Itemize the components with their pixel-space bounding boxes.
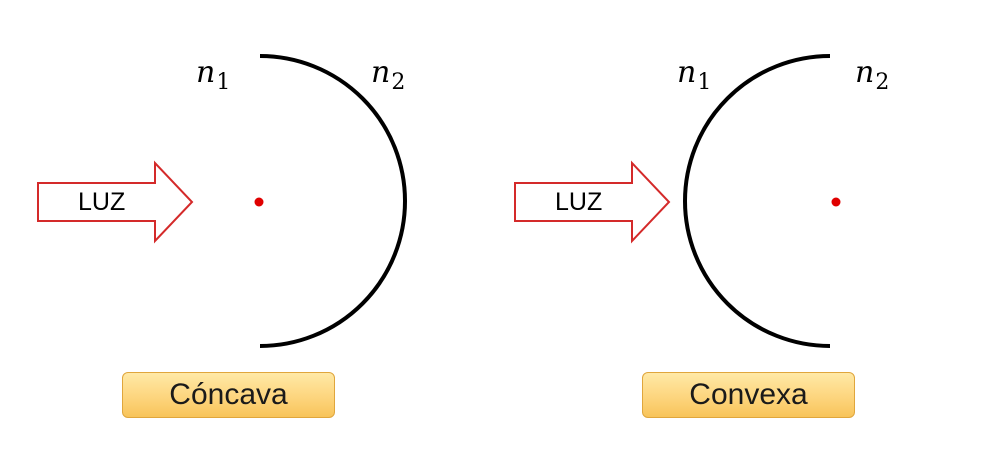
light-label: LUZ — [555, 188, 603, 216]
index-subscript: 1 — [216, 70, 231, 95]
concave-caption: Cóncava — [169, 378, 288, 411]
concave-caption-box: Cóncava — [122, 372, 335, 418]
light-arrow-outline — [37, 160, 194, 244]
medium-2-index-label: n2 — [371, 55, 405, 94]
light-label: LUZ — [78, 188, 126, 216]
convex-drawing — [514, 54, 841, 348]
index-symbol: n — [855, 55, 875, 90]
index-subscript: 2 — [391, 70, 406, 95]
medium-2-index-label: n2 — [855, 55, 889, 94]
index-symbol: n — [371, 55, 391, 90]
center-of-curvature-dot — [254, 197, 264, 207]
index-symbol: n — [677, 55, 697, 90]
convex-surface-curve — [683, 54, 831, 348]
concave-panel: LUZ n1 n2 Cóncava — [37, 54, 407, 418]
convex-caption-box: Convexa — [642, 372, 855, 418]
convex-caption: Convexa — [689, 378, 808, 411]
convex-panel: LUZ n1 n2 Convexa — [499, 0, 998, 462]
center-of-curvature-dot — [831, 197, 841, 207]
concave-surface-curve — [259, 54, 407, 348]
light-arrow-outline — [514, 160, 671, 244]
medium-1-index-label: n1 — [677, 55, 711, 94]
index-symbol: n — [196, 55, 216, 90]
concave-drawing — [37, 54, 407, 348]
medium-1-index-label: n1 — [196, 55, 230, 94]
index-subscript: 1 — [697, 70, 712, 95]
index-subscript: 2 — [875, 70, 890, 95]
